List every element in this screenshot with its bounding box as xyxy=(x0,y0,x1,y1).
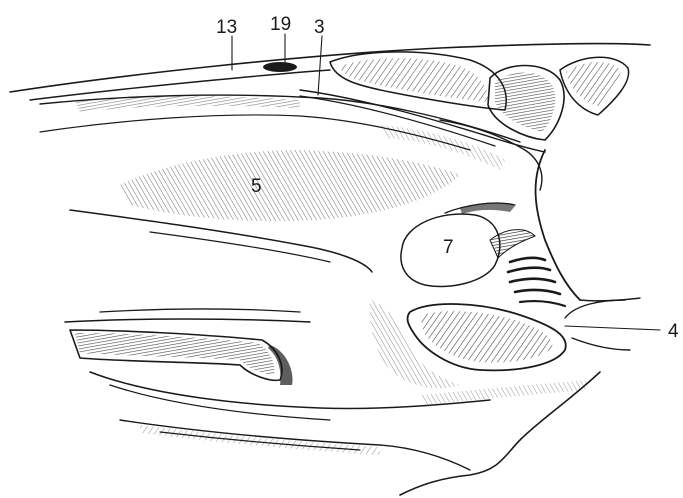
lower-left-structure xyxy=(65,309,310,385)
label-19: 19 xyxy=(270,14,291,35)
label-5: 5 xyxy=(251,176,262,197)
label-13: 13 xyxy=(216,17,237,38)
label-3: 3 xyxy=(314,17,325,38)
ridges xyxy=(490,230,565,306)
label-4: 4 xyxy=(668,321,679,342)
middle-contours xyxy=(70,210,372,272)
right-wall xyxy=(536,150,640,301)
lower-contours xyxy=(90,372,600,495)
label-7: 7 xyxy=(443,237,454,258)
structure-5 xyxy=(120,150,460,221)
structure-4 xyxy=(370,300,660,388)
structure-19 xyxy=(263,62,297,72)
